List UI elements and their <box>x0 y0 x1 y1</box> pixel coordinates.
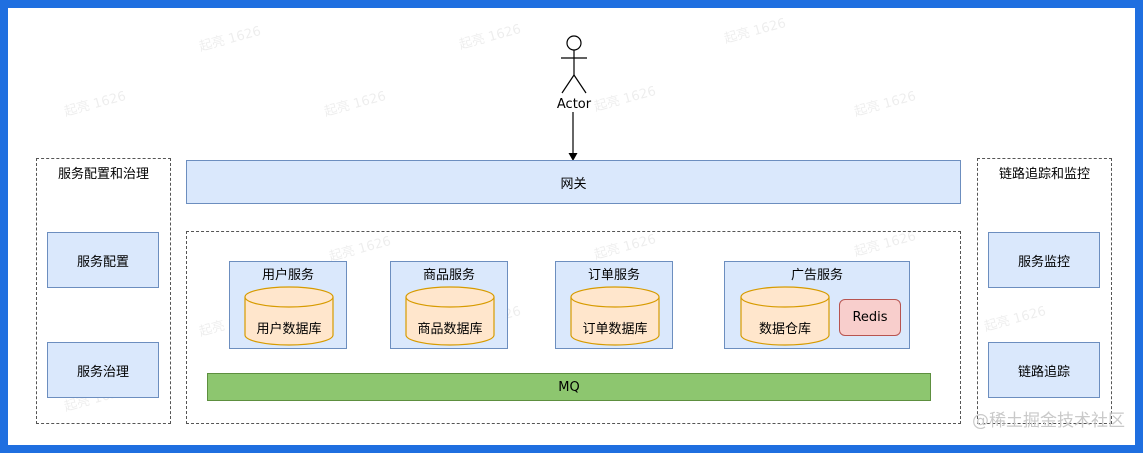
mq-bar[interactable]: MQ <box>207 373 931 401</box>
service-config-group-title: 服务配置和治理 <box>57 167 149 182</box>
actor-stick-figure-icon <box>561 35 587 94</box>
service-governance-label: 服务治理 <box>76 364 129 380</box>
watermark: 起亮 1626 <box>322 89 388 120</box>
service-governance-box[interactable]: 服务治理 <box>47 342 159 398</box>
actor-label: Actor <box>556 97 592 112</box>
order-database[interactable]: 订单数据库 <box>570 286 660 346</box>
product-service-box[interactable]: 商品服务 商品数据库 <box>390 261 508 349</box>
watermark: 起亮 1626 <box>197 24 263 55</box>
watermark: 起亮 1626 <box>62 89 128 120</box>
gateway-box[interactable]: 网关 <box>186 160 961 204</box>
redis-label: Redis <box>852 310 888 325</box>
service-config-group: 服务配置和治理 服务配置 服务治理 <box>36 158 171 424</box>
database-cylinder-icon <box>405 286 495 346</box>
order-database-label: 订单数据库 <box>582 322 648 337</box>
service-monitoring-box[interactable]: 服务监控 <box>988 232 1100 288</box>
link-tracing-label: 链路追踪 <box>1017 364 1070 380</box>
data-warehouse[interactable]: 数据仓库 <box>740 286 830 346</box>
order-service-title: 订单服务 <box>587 268 640 283</box>
tracing-monitoring-group-title: 链路追踪和监控 <box>998 167 1090 182</box>
product-service-title: 商品服务 <box>422 268 475 283</box>
services-group: 用户服务 用户数据库 商品服务 商品数据库 订单服务 <box>186 231 961 424</box>
watermark: 起亮 1626 <box>457 22 523 53</box>
user-database-label: 用户数据库 <box>256 322 322 337</box>
database-cylinder-icon <box>740 286 830 346</box>
product-database[interactable]: 商品数据库 <box>405 286 495 346</box>
link-tracing-box[interactable]: 链路追踪 <box>988 342 1100 398</box>
redis-cache-box[interactable]: Redis <box>839 299 901 336</box>
actor-to-gateway-arrow <box>568 112 578 161</box>
user-database[interactable]: 用户数据库 <box>244 286 334 346</box>
actor: Actor <box>552 33 596 118</box>
database-cylinder-icon <box>244 286 334 346</box>
watermark: 起亮 1626 <box>722 16 788 47</box>
user-service-box[interactable]: 用户服务 用户数据库 <box>229 261 347 349</box>
database-cylinder-icon <box>570 286 660 346</box>
tracing-monitoring-group: 链路追踪和监控 服务监控 链路追踪 <box>977 158 1112 424</box>
service-monitoring-label: 服务监控 <box>1017 254 1070 270</box>
ad-service-box[interactable]: 广告服务 数据仓库 Redis <box>724 261 910 349</box>
service-config-box[interactable]: 服务配置 <box>47 232 159 288</box>
gateway-label: 网关 <box>560 176 587 192</box>
product-database-label: 商品数据库 <box>417 322 483 337</box>
diagram-canvas: 起亮 1626 起亮 1626 起亮 1626 起亮 1626 起亮 1626 … <box>8 8 1135 445</box>
order-service-box[interactable]: 订单服务 订单数据库 <box>555 261 673 349</box>
mq-label: MQ <box>558 379 580 395</box>
user-service-title: 用户服务 <box>261 268 314 283</box>
data-warehouse-label: 数据仓库 <box>758 322 811 337</box>
footer-watermark: @稀土掘金技术社区 <box>972 411 1125 431</box>
service-config-label: 服务配置 <box>76 254 129 270</box>
ad-service-title: 广告服务 <box>790 268 843 283</box>
watermark: 起亮 1626 <box>852 89 918 120</box>
